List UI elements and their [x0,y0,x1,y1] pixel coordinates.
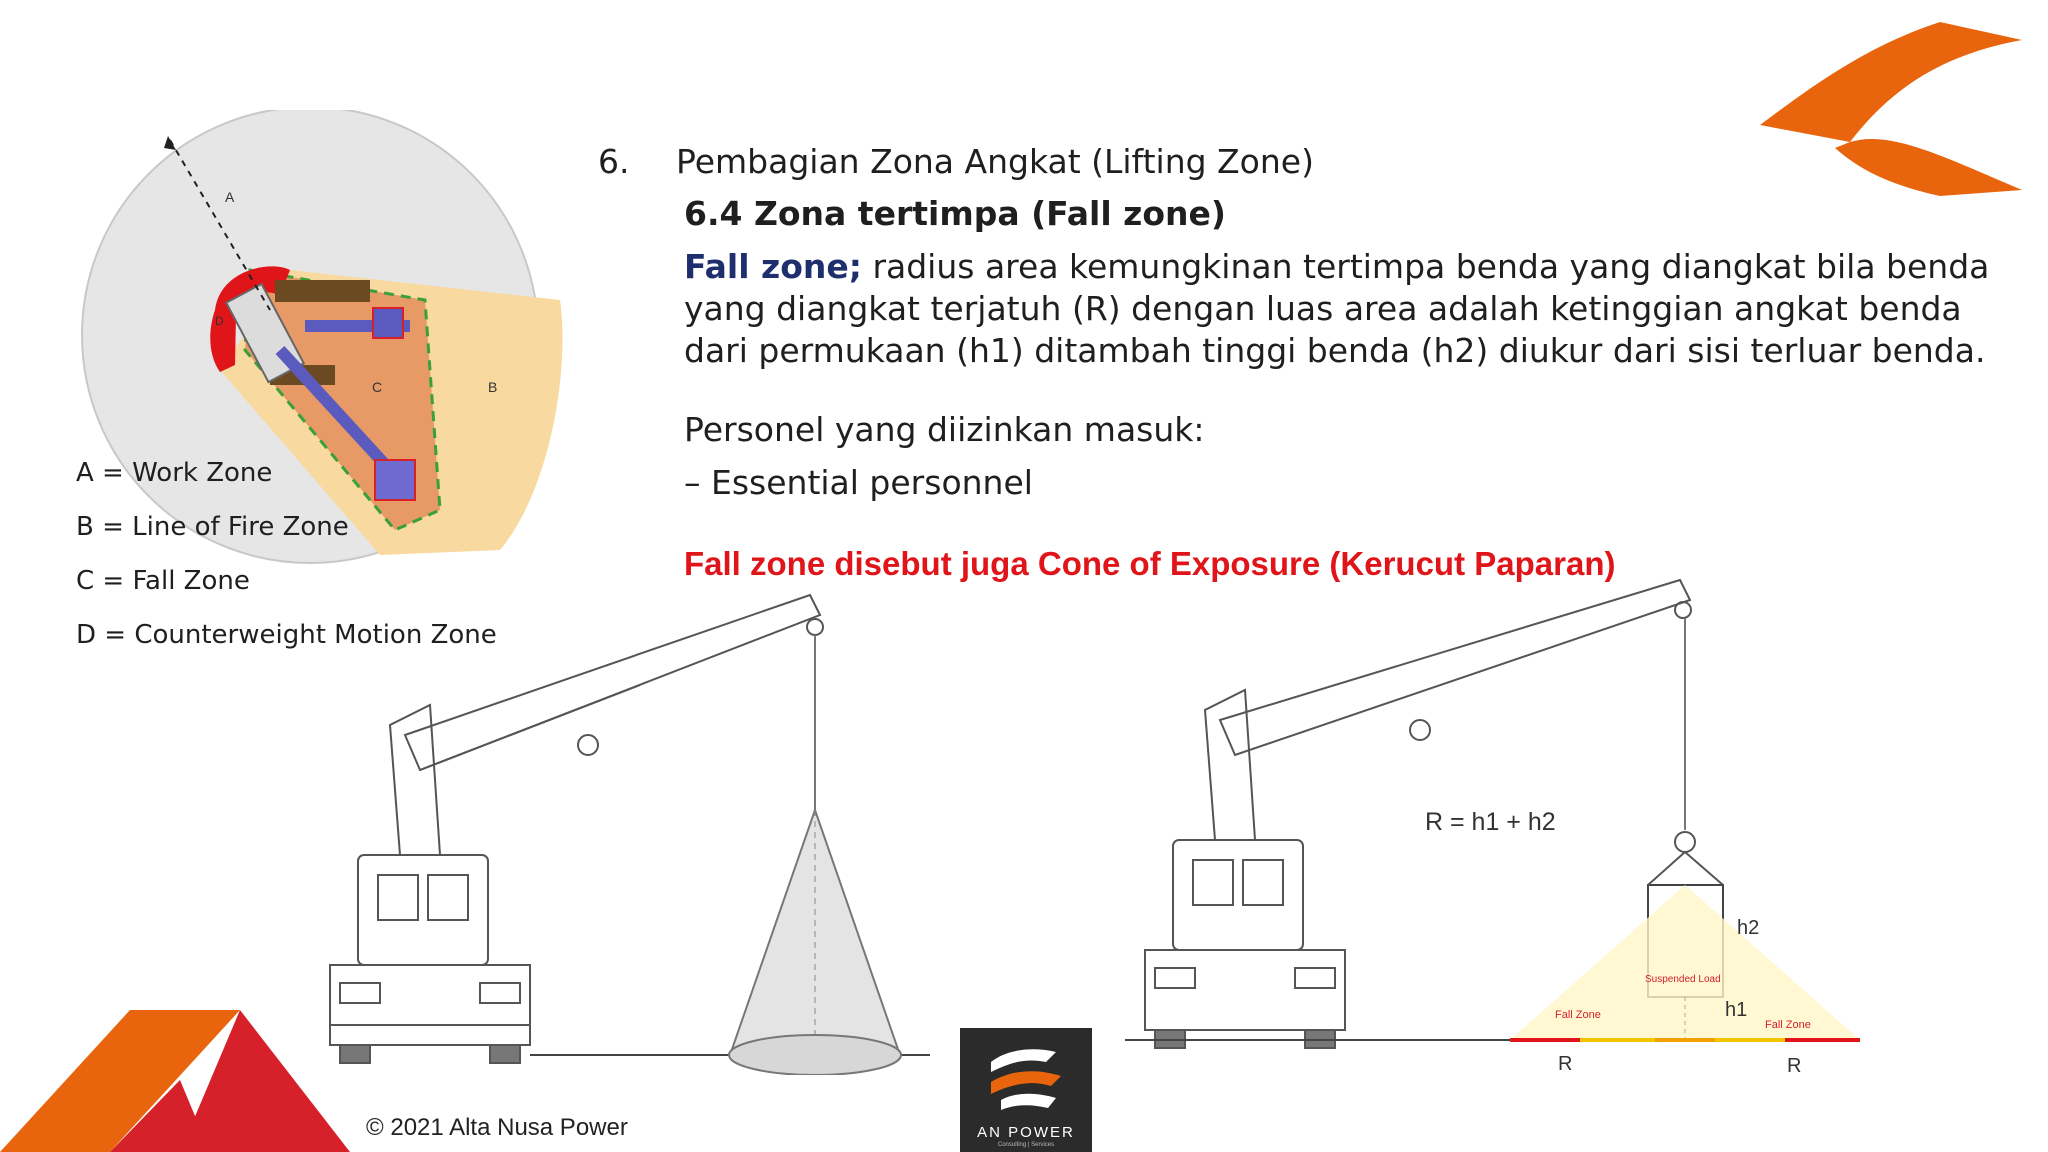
zone-label-b: B [488,379,497,395]
crane-fall-zone-illustration: R = h1 + h2 h2 h1 R R Fall Zone Fall Zon… [1125,578,1860,1077]
an-power-mark-icon [991,1049,1061,1110]
brand-swoosh-logo [1760,22,2022,196]
crane-cone-illustration [329,593,930,1075]
an-power-logo-subtext: Consulting | Services [997,1142,1055,1148]
definition-text: radius area kemungkinan tertimpa benda y… [684,247,1990,370]
crane-boom [1218,578,1692,757]
zone-label-c: C [372,379,382,395]
an-power-logo-text: AN POWER [977,1124,1075,1141]
legend-counterweight: D = Counterweight Motion Zone [76,620,497,650]
crane-boom [403,593,822,772]
definition-term: Fall zone; [684,247,862,286]
legend-work-zone: A = Work Zone [76,458,273,488]
fall-zone-formula: R = h1 + h2 [1425,808,1556,836]
allowed-item: – Essential personnel [684,463,1033,502]
legend-fall-zone: C = Fall Zone [76,566,250,596]
lifting-zone-diagram: A B C D [81,110,563,564]
subsection-title: 6.4 Zona tertimpa (Fall zone) [684,194,1226,233]
brand-chevron-logo [0,1010,350,1152]
fall-zone-right-label: Fall Zone [1765,1019,1811,1031]
section-title: Pembagian Zona Angkat (Lifting Zone) [676,142,1314,181]
an-power-logo: AN POWER Consulting | Services [960,1028,1092,1152]
h1-label: h1 [1725,999,1747,1021]
zone-label-d: D [215,314,224,328]
r-left-label: R [1558,1053,1572,1075]
counterweight-zone [210,266,290,372]
legend-line-of-fire: B = Line of Fire Zone [76,512,349,542]
r-right-label: R [1787,1055,1801,1077]
cone-of-exposure-note: Fall zone disebut juga Cone of Exposure … [684,545,1616,582]
allowed-heading: Personel yang diizinkan masuk: [684,410,1205,449]
zone-label-a: A [225,189,235,205]
h2-label: h2 [1737,917,1759,939]
suspended-load-label: Suspended Load [1645,974,1721,985]
load-icon [374,459,416,501]
copyright-notice: © 2021 Alta Nusa Power [366,1114,628,1141]
definition-paragraph: Fall zone; radius area kemungkinan terti… [684,246,2004,372]
fall-zone-left-label: Fall Zone [1555,1009,1601,1021]
section-number: 6. [598,142,630,181]
